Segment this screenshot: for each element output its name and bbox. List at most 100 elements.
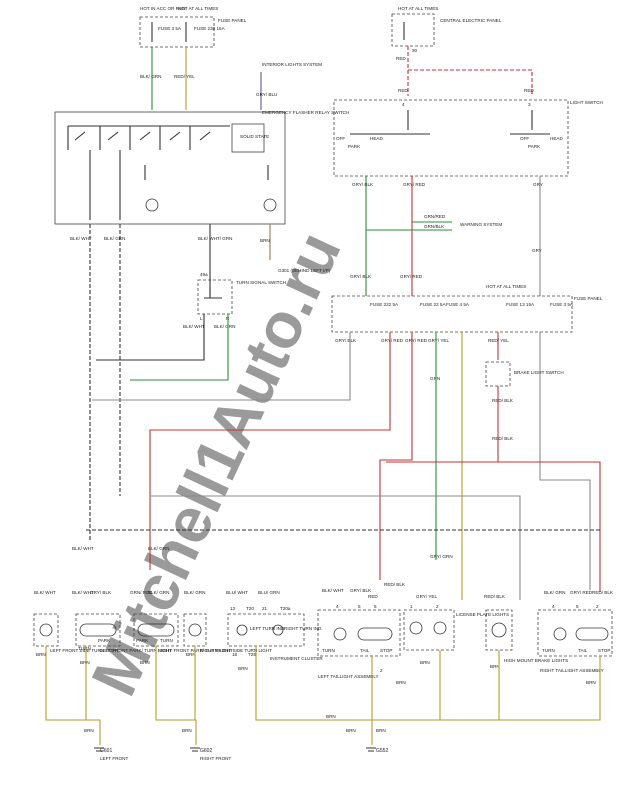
ls-red2: RED xyxy=(524,88,534,93)
fuse-mid-hot: HOT AT ALL TIMES xyxy=(486,284,526,289)
lf-side-title: LEFT FRONT SIDE TURN LIGHT xyxy=(50,648,119,653)
fuse-left-hot1: HOT IN ACC OR RUN xyxy=(140,6,186,11)
light-switch: LIGHT SWITCH RED RED 4 3 OFF PARK HEAD O… xyxy=(333,88,603,177)
fuse-mid-f5: FUSE 3 5A xyxy=(550,302,574,307)
ls-off2: OFF xyxy=(520,136,529,141)
lf-park-title: LEFT FRONT PARK/ TURN LIGHT xyxy=(100,648,172,653)
mid-blk-wht: BLK/ WHT xyxy=(72,546,94,551)
wire-blk-grn-top: BLK/ GRN xyxy=(140,74,161,79)
lt-pin3: 2 xyxy=(380,668,383,673)
rt-brn: BRN xyxy=(586,680,596,685)
g602-note: RIGHT FRONT xyxy=(200,756,231,761)
g-brn5: BRN xyxy=(376,728,386,733)
lt-w3: RED xyxy=(368,594,378,599)
fuse-panel-left: HOT IN ACC OR RUN HOT AT ALL TIMES FUSE … xyxy=(139,6,247,48)
rf-side-title: RIGHT FRONT SIDE TURN LIGHT xyxy=(200,648,272,653)
g-brn1: BRN xyxy=(326,714,336,719)
relay-w-brn: BRN xyxy=(260,238,270,243)
lic-title: LICENSE PLATE LIGHTS xyxy=(456,612,509,617)
wire-red-central: RED xyxy=(396,56,406,61)
fuse-mid-f4: FUSE 13 15A xyxy=(506,302,535,307)
fm-gry: GRY xyxy=(532,248,542,253)
g552-label: G552 xyxy=(376,748,388,754)
turn-switch-pin: 49a xyxy=(200,272,208,277)
cluster-pin5: T28 xyxy=(248,652,256,657)
cluster-w2: BLU/ GRN xyxy=(258,590,280,595)
lt-turn: TURN xyxy=(322,648,335,653)
ls-park2: PARK xyxy=(528,144,541,149)
cluster-pin1: T20 xyxy=(246,606,254,611)
ls-grn-red: GRN/RED xyxy=(424,214,446,219)
rf-side-brn: BRN xyxy=(186,652,196,657)
relay-title: EMERGENCY FLASHER RELAY SWITCH xyxy=(262,110,349,115)
brake-w3: RED/ BLK xyxy=(492,436,514,441)
fm-w4: RED/ YEL xyxy=(488,338,509,343)
g602-label: G602 xyxy=(200,748,212,754)
rt-pin0: 4 xyxy=(552,604,555,609)
rt-tail: TAIL xyxy=(578,648,588,653)
rt-w1: BLK/ GRN xyxy=(544,590,565,595)
relay-w-blk-grn: BLK/ GRN xyxy=(104,236,125,241)
central-hot: HOT AT ALL TIMES xyxy=(398,6,438,11)
fuse-left-hot2: HOT AT ALL TIMES xyxy=(178,6,218,11)
lf-side-w: BLK/ WHT xyxy=(34,590,56,595)
lt-pin0: 4 xyxy=(336,604,339,609)
ls-head: HEAD xyxy=(370,136,383,141)
cluster-left: LEFT TURN IND. xyxy=(250,626,286,631)
ls-park: PARK xyxy=(348,144,361,149)
fuse-mid-f3: FUSE 4 5A xyxy=(446,302,470,307)
ls-pin2: 3 xyxy=(528,102,531,107)
ls-w2: GRY/ RED xyxy=(403,182,426,187)
lic-w: GRY/ YEL xyxy=(416,594,437,599)
rf-park-w1: GRN/ RED xyxy=(130,590,153,595)
ls-off: OFF xyxy=(336,136,345,141)
brake-w2: RED/ BLK xyxy=(492,398,514,403)
lt-stop: STOP xyxy=(380,648,392,653)
relay-w-blk-wht: BLK/ WHT xyxy=(70,236,92,241)
hmb-brn: BRN xyxy=(490,664,500,669)
turn-w2: BLK/ GRN xyxy=(214,324,235,329)
cluster-right: RIGHT TURN IND. xyxy=(284,626,323,631)
ls-w3: GRY xyxy=(533,182,543,187)
warning-system-label: WARNING SYSTEM xyxy=(460,222,502,227)
g-brn3: BRN xyxy=(182,728,192,733)
rt-turn: TURN xyxy=(542,648,555,653)
left-taillight-assembly: BLK/ WHT GRY/ BLK RED RED/ BLK 4 5 6 2 T… xyxy=(317,582,406,685)
g-brn4: BRN xyxy=(346,728,356,733)
interior-lights-label: INTERIOR LIGHTS SYSTEM xyxy=(262,62,322,67)
lic-brn: BRN xyxy=(420,660,430,665)
central-pin: 30 xyxy=(412,48,418,53)
brake-light-switch: BRAKE LIGHT SWITCH xyxy=(485,361,564,387)
ground-g301: G301 (BEHIND LEFT I/P) xyxy=(278,268,331,273)
fm-w3: GRY/ YEL xyxy=(428,338,449,343)
lt-title: LEFT TAILLIGHT ASSEMBLY xyxy=(318,674,379,679)
turn-switch-l: L xyxy=(200,316,203,321)
fm-gry-blk: GRY/ BLK xyxy=(350,274,372,279)
rt-title: RIGHT TAILLIGHT ASSEMBLY xyxy=(540,668,604,673)
fm-grn: GRN xyxy=(430,376,440,381)
wire-gry-blu-top: GRY/ BLU xyxy=(256,92,277,97)
rf-park-park: PARK xyxy=(136,638,149,643)
rt-pin2: 2 xyxy=(596,604,599,609)
relay-w-blk-wht-grn: BLK/ WHT/ GRN xyxy=(198,236,232,241)
cluster-pin2: 21 xyxy=(262,606,268,611)
lf-park-turn: TURN xyxy=(78,646,91,651)
relay-solid-state: SOLID STATE xyxy=(240,134,269,139)
fuse-left-title: FUSE PANEL xyxy=(218,18,247,23)
turn-w1: BLK/ WHT xyxy=(183,324,205,329)
rt-stop: STOP xyxy=(598,648,610,653)
rt-w2: GRY/ RED xyxy=(570,590,593,595)
watermark: Mitchell1Auto.ru xyxy=(77,221,354,706)
fuse-left-f2: FUSE 230 15A xyxy=(194,26,226,31)
fm-w1: GRY/ RED xyxy=(381,338,404,343)
hmb-title: HIGH MOUNT BRAKE LIGHTS xyxy=(504,658,568,663)
lf-park-brn: BRN xyxy=(80,660,90,665)
instrument-cluster: BLU/ WHT BLU/ GRN 13 T20 21 T20a 18 T28 … xyxy=(226,590,323,671)
lt-brn: BRN xyxy=(396,680,406,685)
lf-park-turn-light: BLK/ WHT GRY/ BLK TURN PARK BRN LEFT FRO… xyxy=(72,590,172,665)
brake-switch-title: BRAKE LIGHT SWITCH xyxy=(514,370,564,375)
light-switch-title: LIGHT SWITCH xyxy=(570,100,603,105)
lt-w2: GRY/ BLK xyxy=(350,588,372,593)
fuse-mid-f1: FUSE 222 5A xyxy=(370,302,399,307)
